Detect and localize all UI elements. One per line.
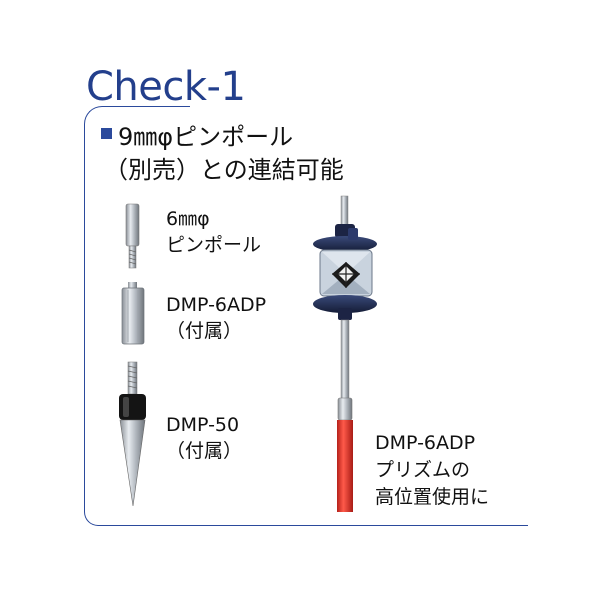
pin-pole-label-line2: ピンポール — [166, 234, 262, 256]
pin-pole-label: 6㎜φ ピンポール — [166, 206, 261, 258]
prism-pole-icon — [313, 195, 377, 512]
prism-caption-line2: プリズムの — [375, 459, 471, 481]
prism-caption-line3: 高位置使用に — [375, 486, 490, 508]
adapter-label: DMP-6ADP （付属） — [166, 292, 266, 344]
adapter-icon — [121, 282, 145, 345]
bullet-square-icon — [101, 128, 112, 139]
adapter-label-line1: DMP-6ADP — [166, 294, 267, 316]
adapter-label-line2: （付属） — [166, 320, 243, 342]
pin-pole-icon — [125, 203, 140, 269]
prism-caption-line1: DMP-6ADP — [375, 432, 476, 454]
heading-line-1: 9㎜φピンポール — [118, 123, 294, 151]
spike-label-line1: DMP-50 — [166, 414, 240, 436]
pin-pole-label-line1: 6㎜φ — [166, 208, 210, 230]
prism-caption: DMP-6ADP プリズムの 高位置使用に — [375, 430, 489, 511]
heading-line-2: （別売）との連結可能 — [104, 156, 344, 184]
spike-label: DMP-50 （付属） — [166, 412, 242, 464]
spike-icon — [119, 361, 146, 507]
spike-label-line2: （付属） — [166, 440, 243, 462]
